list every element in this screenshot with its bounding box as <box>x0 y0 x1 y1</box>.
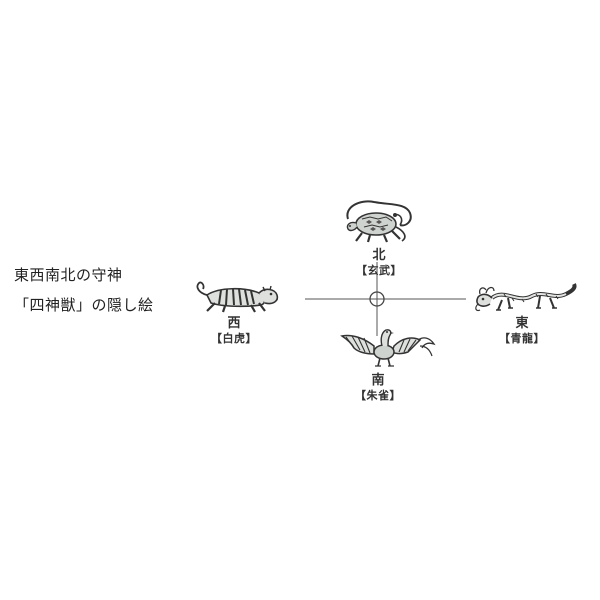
east-god-name: 【青龍】 <box>499 332 545 345</box>
east-direction: 東 <box>515 316 529 331</box>
east-label: 東 【青龍】 <box>482 317 562 344</box>
suzaku-phoenix-icon <box>338 326 436 370</box>
center-circle <box>369 291 385 307</box>
north-direction: 北 <box>372 248 386 263</box>
seiryu-dragon-icon <box>474 280 578 316</box>
south-label: 南 【朱雀】 <box>338 374 418 401</box>
west-label: 西 【白虎】 <box>194 317 274 344</box>
west-god-name: 【白虎】 <box>211 332 257 345</box>
south-god-name: 【朱雀】 <box>355 389 401 402</box>
north-label: 北 【玄武】 <box>339 249 419 276</box>
byakko-tiger-icon <box>193 281 281 313</box>
north-god-name: 【玄武】 <box>356 264 402 277</box>
caption-line-1: 東西南北の守神 <box>14 266 123 284</box>
west-direction: 西 <box>227 316 241 331</box>
genbu-tortoise-snake-icon <box>340 197 414 243</box>
caption-line-2: 「四神獣」の隠し絵 <box>14 296 154 314</box>
south-direction: 南 <box>371 373 385 388</box>
